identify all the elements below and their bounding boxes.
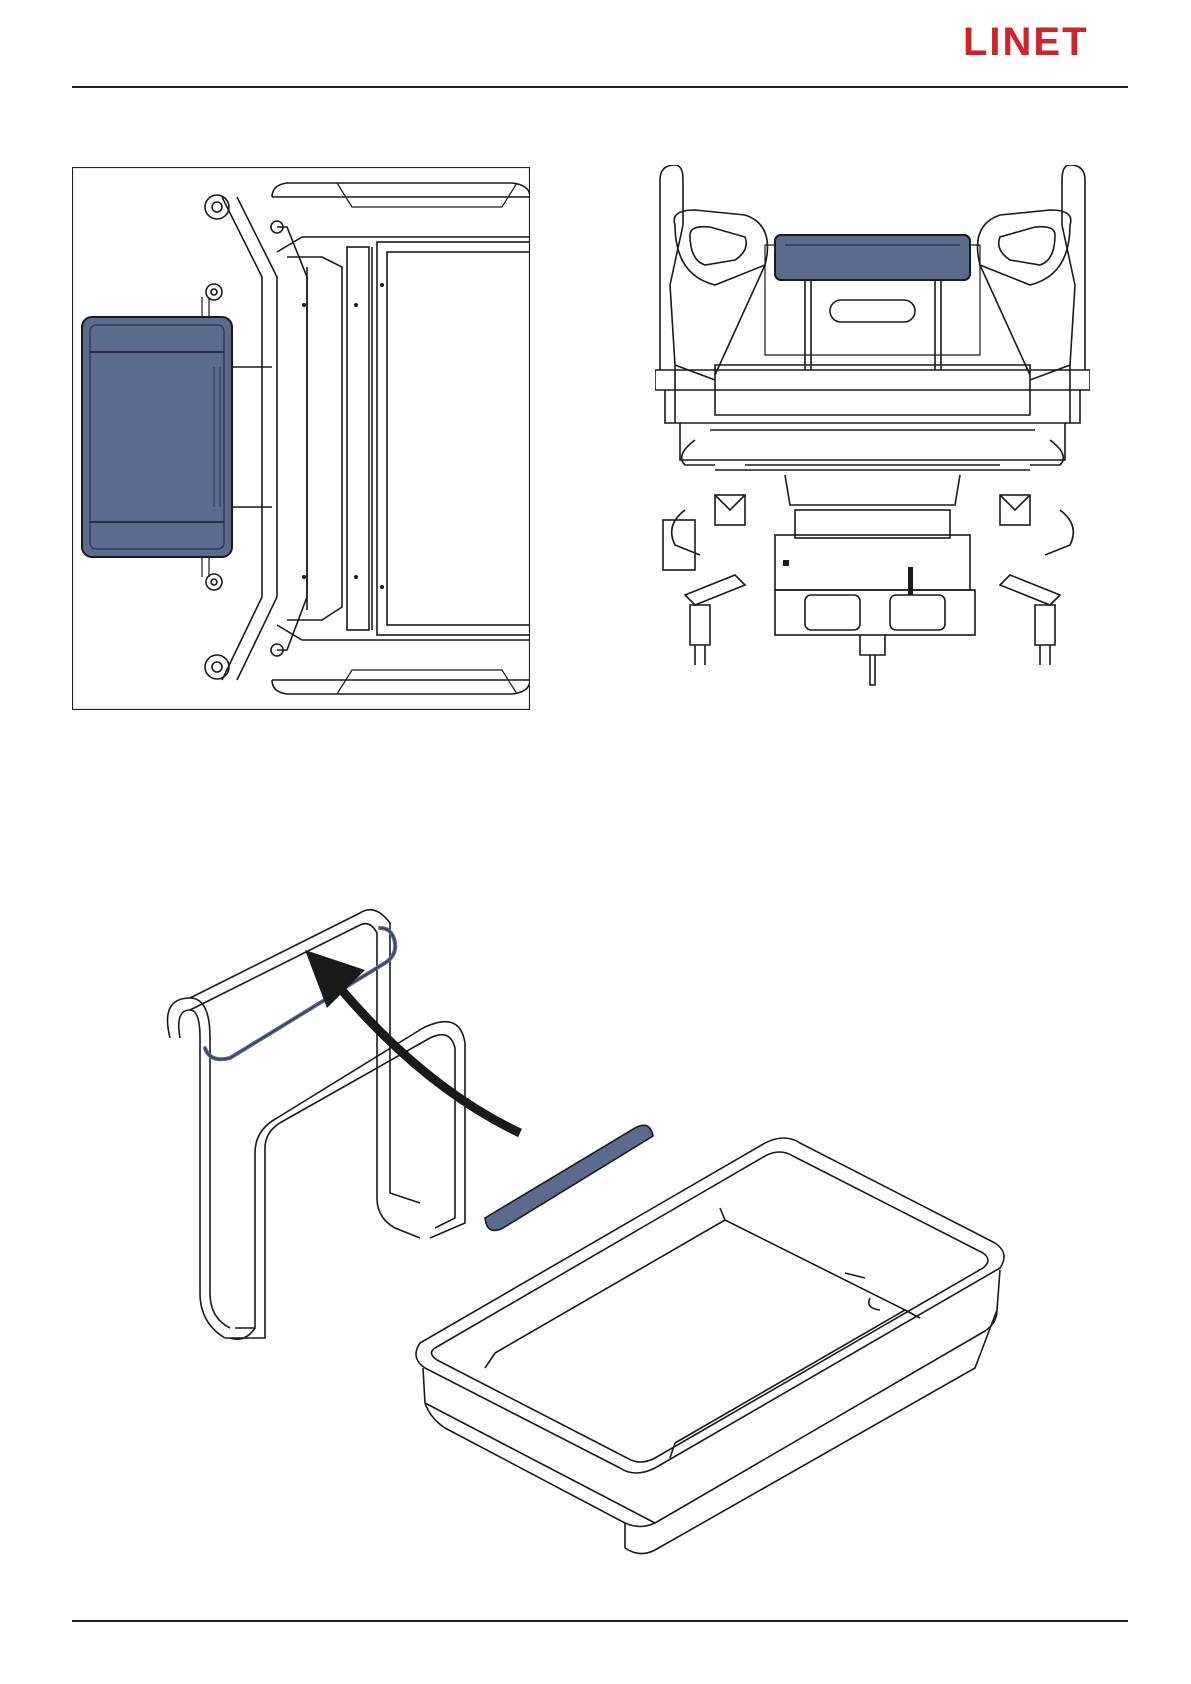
logo-mark: LINET <box>963 22 1128 60</box>
footer-rule <box>72 1620 1128 1622</box>
basket-highlight <box>775 235 970 370</box>
bed-front-view-drawing-icon <box>655 165 1090 715</box>
linet-logo: LINET <box>963 22 1128 60</box>
basket-hanging-diagram-icon <box>165 898 1035 1563</box>
insert-arrow <box>305 950 520 1133</box>
bed-top-view-figure <box>72 167 530 710</box>
basket-installation-figure <box>165 898 1035 1563</box>
bed-front-view-figure <box>655 165 1090 715</box>
header-rule <box>72 86 1128 88</box>
bed-top-view-drawing-icon <box>72 167 530 710</box>
logo-text: LINET <box>963 22 1089 60</box>
basket-rim-highlight <box>485 1125 653 1230</box>
